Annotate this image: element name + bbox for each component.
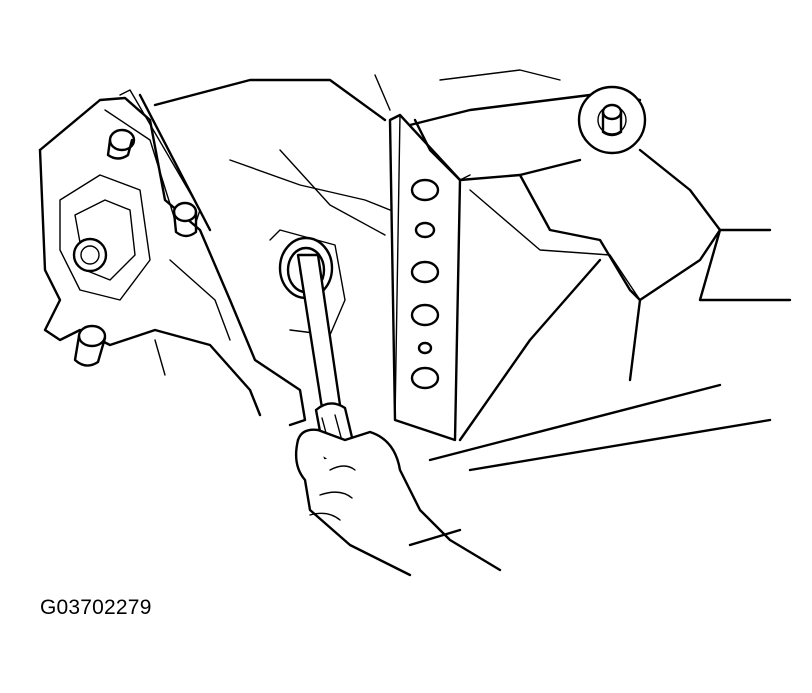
engine-housing bbox=[38, 89, 307, 427]
bolt-middle bbox=[172, 201, 198, 238]
bolt-lower bbox=[73, 324, 107, 367]
engine-mount-bracket bbox=[374, 69, 792, 472]
bolt-upper bbox=[106, 128, 136, 160]
mount-bushing bbox=[577, 85, 647, 155]
figure-code: G03702279 bbox=[40, 596, 152, 619]
upper-cover-edge bbox=[153, 78, 387, 122]
vertical-bracket bbox=[388, 113, 471, 442]
hand bbox=[294, 428, 502, 577]
bolt-boss bbox=[72, 237, 108, 273]
